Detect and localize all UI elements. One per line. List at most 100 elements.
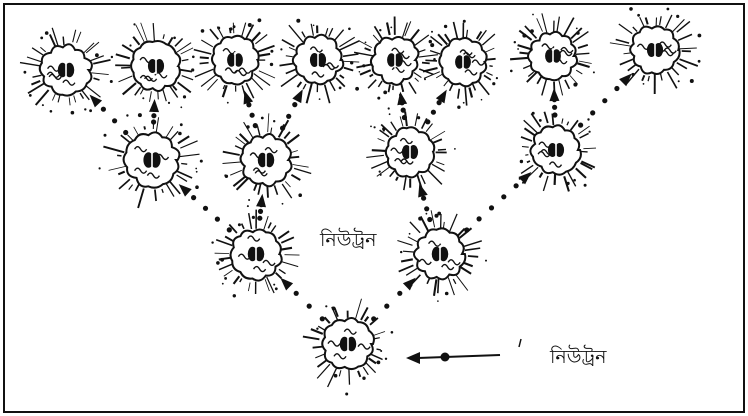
burst-spike <box>423 68 438 72</box>
burst-speck <box>379 171 381 173</box>
burst-spike <box>252 32 260 41</box>
burst-spike <box>486 59 495 60</box>
burst-spike <box>419 55 438 57</box>
burst-spike <box>389 85 391 93</box>
burst-spike <box>297 82 301 87</box>
burst-spike <box>660 16 662 25</box>
nucleus-gen3-c <box>191 18 275 103</box>
nucleus-gen2-d <box>519 112 596 192</box>
neutron-dot <box>590 110 595 115</box>
burst-speck <box>566 182 569 185</box>
burst-spike <box>427 279 429 284</box>
burst-spike <box>240 279 242 283</box>
burst-spike <box>478 81 489 95</box>
burst-spike <box>562 119 563 124</box>
burst-spike <box>449 214 457 232</box>
burst-spike <box>366 155 384 157</box>
burst-spike <box>63 37 64 45</box>
burst-spike <box>544 112 547 123</box>
burst-speck <box>444 25 447 28</box>
neutron-dot <box>578 123 583 128</box>
burst-spike <box>163 34 164 39</box>
burst-spike <box>343 54 359 56</box>
burst-spike <box>201 40 213 47</box>
burst-speck <box>391 331 394 334</box>
burst-spike <box>642 75 644 81</box>
burst-speck <box>273 284 275 286</box>
nucleus-gen0 <box>303 299 393 396</box>
neutron-dot <box>250 113 255 118</box>
burst-spike <box>77 32 81 43</box>
burst-speck <box>283 124 285 126</box>
burst-spike <box>36 90 49 105</box>
burst-speck <box>365 42 367 44</box>
burst-spike <box>134 127 138 135</box>
burst-spike <box>465 85 467 106</box>
nucleus-gen3-d <box>270 19 365 104</box>
burst-spike <box>355 299 361 320</box>
burst-spike <box>421 175 425 184</box>
burst-speck <box>389 113 391 115</box>
burst-speck <box>248 199 250 201</box>
burst-spike <box>280 63 295 65</box>
burst-spike <box>116 54 130 58</box>
burst-speck <box>339 87 342 90</box>
burst-spike <box>458 89 459 99</box>
burst-spike <box>565 80 569 89</box>
burst-speck <box>430 43 434 47</box>
burst-spike <box>52 94 55 101</box>
burst-speck <box>690 79 694 83</box>
burst-spike <box>268 223 271 229</box>
neutron-dot <box>112 118 117 123</box>
burst-spike <box>180 141 197 148</box>
neutron-dot <box>614 86 619 91</box>
burst-spike <box>344 68 353 71</box>
burst-speck <box>273 120 275 122</box>
burst-speck <box>270 50 273 53</box>
burst-spike <box>268 113 269 132</box>
neutron-dot <box>602 98 607 103</box>
burst-speck <box>29 94 32 97</box>
burst-spike <box>257 126 259 136</box>
burst-spike <box>219 264 233 270</box>
burst-speck <box>667 8 670 11</box>
burst-spike <box>20 63 40 66</box>
burst-speck <box>492 82 495 85</box>
burst-speck <box>261 117 264 120</box>
burst-speck <box>454 148 456 150</box>
burst-spike <box>201 74 217 87</box>
burst-spike <box>583 148 596 149</box>
burst-spike <box>200 63 209 64</box>
burst-spike <box>86 86 100 97</box>
burst-spike <box>529 167 539 176</box>
neutron-arrowhead <box>149 99 159 112</box>
neutron-dot <box>203 206 208 211</box>
burst-spike <box>678 48 697 49</box>
burst-spike <box>482 34 495 45</box>
burst-spike <box>133 37 139 45</box>
burst-spike <box>258 184 261 195</box>
burst-spike <box>329 28 333 36</box>
burst-speck <box>431 31 433 33</box>
burst-spike <box>619 24 632 34</box>
burst-spike <box>195 69 213 77</box>
neutron-label-incoming: নিউট্রন <box>550 343 606 375</box>
burst-spike <box>290 157 299 158</box>
burst-speck <box>201 29 205 33</box>
burst-speck <box>178 132 182 136</box>
burst-spike <box>334 30 344 41</box>
burst-spike <box>27 57 43 62</box>
burst-speck <box>637 14 640 17</box>
burst-speck <box>334 374 338 378</box>
burst-speck <box>362 377 365 380</box>
burst-speck <box>445 292 449 296</box>
burst-speck <box>402 90 404 92</box>
neutron-dot <box>424 206 429 211</box>
neutron-path <box>425 90 447 125</box>
burst-spike <box>540 173 543 178</box>
burst-spike <box>403 251 415 252</box>
burst-speck <box>485 260 487 262</box>
burst-spike <box>422 63 430 64</box>
neutron-dot <box>320 316 325 321</box>
burst-speck <box>252 216 255 219</box>
